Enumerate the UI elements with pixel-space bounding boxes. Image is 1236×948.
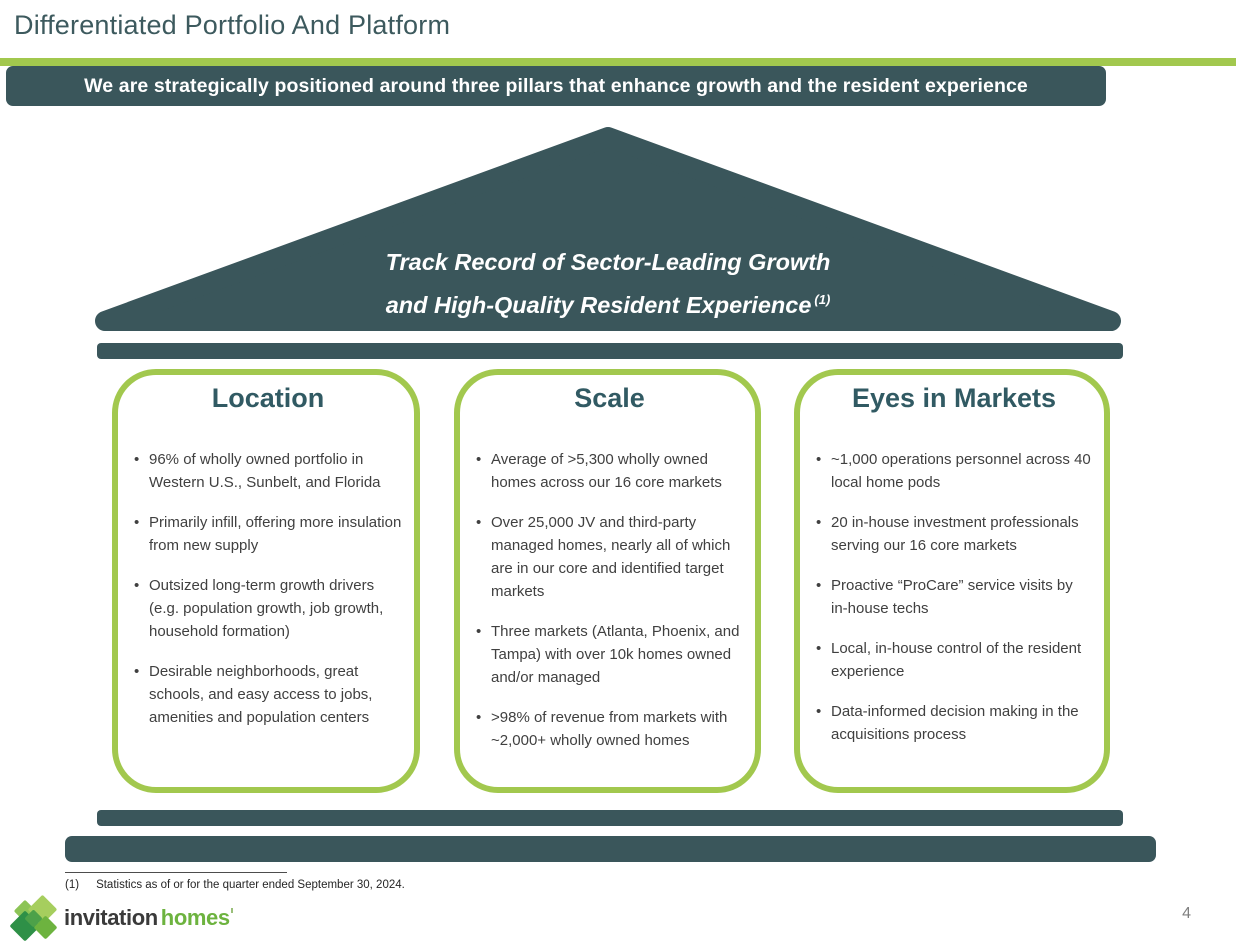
bullet-item: >98% of revenue from markets with ~2,000… <box>476 706 743 752</box>
bullet-item: Average of >5,300 wholly owned homes acr… <box>476 448 743 494</box>
bullet-item: Proactive “ProCare” service visits by in… <box>816 574 1092 620</box>
footnote-divider <box>65 872 287 873</box>
lintel-bar <box>97 343 1123 359</box>
plinth-bar <box>97 810 1123 826</box>
footnote-text: Statistics as of or for the quarter ende… <box>96 879 405 891</box>
roof-triangle-shape <box>95 127 1121 331</box>
footnote-marker: (1) <box>65 879 80 891</box>
pillar-location-title: Location <box>211 383 325 413</box>
bullet-item: Primarily infill, offering more insulati… <box>134 511 402 557</box>
bullet-item: Outsized long-term growth drivers (e.g. … <box>134 574 402 643</box>
bullet-item: 96% of wholly owned portfolio in Western… <box>134 448 402 494</box>
pillar-scale-title: Scale <box>574 383 645 413</box>
pillar-eyes-in-markets-bullets: ~1,000 operations personnel across 40 lo… <box>816 448 1092 746</box>
pillar-eyes-in-markets: Eyes in Markets ~1,000 operations person… <box>794 369 1110 793</box>
bullet-item: Data-informed decision making in the acq… <box>816 700 1092 746</box>
key-message-text: We are strategically positioned around t… <box>84 74 1028 97</box>
pillar-scale-bullets: Average of >5,300 wholly owned homes acr… <box>476 448 743 752</box>
invitation-homes-logo-icon <box>9 894 58 942</box>
pillar-location: Location 96% of wholly owned portfolio i… <box>112 369 420 793</box>
foundation-bar <box>65 836 1156 862</box>
trademark-mark <box>230 908 233 913</box>
bullet-item: Over 25,000 JV and third-party managed h… <box>476 511 743 603</box>
roof-headline-line2: and High-Quality Resident Experience(1) <box>385 292 831 318</box>
footnote: (1) Statistics as of or for the quarter … <box>65 879 405 891</box>
bullet-item: 20 in-house investment professionals ser… <box>816 511 1092 557</box>
bullet-item: ~1,000 operations personnel across 40 lo… <box>816 448 1092 494</box>
pillar-eyes-in-markets-title: Eyes in Markets <box>851 383 1057 413</box>
roof-headline: Track Record of Sector-Leading Growth an… <box>87 243 1129 324</box>
bullet-item: Three markets (Atlanta, Phoenix, and Tam… <box>476 620 743 689</box>
pillar-location-bullets: 96% of wholly owned portfolio in Western… <box>134 448 402 729</box>
title-underline <box>0 58 1236 66</box>
bullet-item: Local, in-house control of the resident … <box>816 637 1092 683</box>
key-message-banner: We are strategically positioned around t… <box>6 66 1106 106</box>
footnote-reference: (1) <box>814 292 831 307</box>
logo-word-homes: homes <box>160 905 230 930</box>
page-title: Differentiated Portfolio And Platform <box>14 10 451 40</box>
bullet-item: Desirable neighborhoods, great schools, … <box>134 660 402 729</box>
roof-headline-line1: Track Record of Sector-Leading Growth <box>385 249 831 275</box>
pillar-scale: Scale Average of >5,300 wholly owned hom… <box>454 369 761 793</box>
page-number: 4 <box>1182 905 1191 922</box>
logo-word-invitation: invitation <box>64 905 158 930</box>
